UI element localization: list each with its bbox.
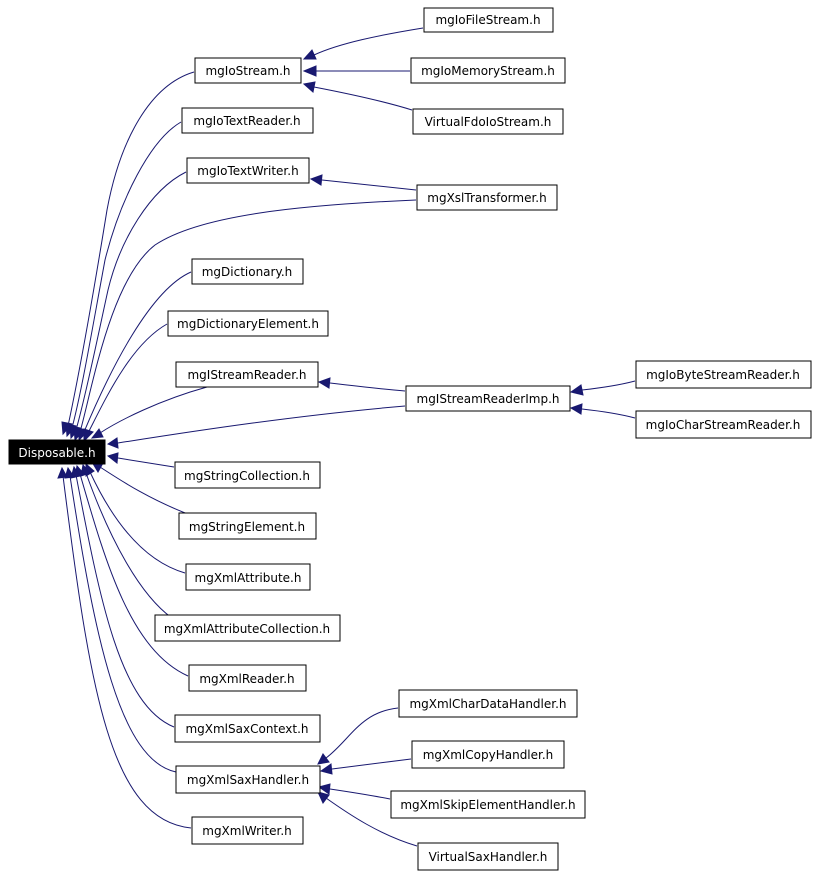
node-xml-sax-context[interactable]: mgXmlSaxContext.h <box>174 714 321 743</box>
node-xml-skip-element-handler[interactable]: mgXmlSkipElementHandler.h <box>390 790 586 819</box>
node-xml-writer[interactable]: mgXmlWriter.h <box>191 816 304 845</box>
node-label: mgIoByteStreamReader.h <box>646 368 800 382</box>
edge-stream-reader-to-disposable <box>90 386 208 439</box>
node-label: mgIoTextReader.h <box>193 114 300 128</box>
edge-virtual-fdo-io-stream-to-io-stream <box>302 81 413 111</box>
node-io-char-stream-reader[interactable]: mgIoCharStreamReader.h <box>635 410 812 439</box>
node-io-file-stream[interactable]: mgIoFileStream.h <box>423 7 554 33</box>
node-label: mgXmlSkipElementHandler.h <box>400 798 575 812</box>
node-xml-sax-handler[interactable]: mgXmlSaxHandler.h <box>175 765 321 794</box>
node-string-element[interactable]: mgStringElement.h <box>178 512 317 540</box>
edge-stream-reader-imp-to-stream-reader <box>317 377 406 392</box>
node-label: mgXmlWriter.h <box>202 824 291 838</box>
node-io-text-reader[interactable]: mgIoTextReader.h <box>181 107 314 134</box>
edge-io-file-stream-to-io-stream <box>302 27 424 60</box>
node-label: mgXmlReader.h <box>199 672 294 686</box>
node-io-text-writer[interactable]: mgIoTextWriter.h <box>186 157 310 184</box>
node-label: mgIStreamReaderImp.h <box>417 392 560 406</box>
edge-io-byte-stream-reader-to-stream-reader-imp <box>569 380 636 396</box>
edge-io-text-writer-to-disposable <box>69 171 187 440</box>
node-disposable[interactable]: Disposable.h <box>8 439 106 465</box>
edge-xml-sax-handler-to-disposable <box>64 466 177 773</box>
edge-string-collection-to-disposable <box>106 452 175 468</box>
node-label: mgXmlAttributeCollection.h <box>164 622 330 636</box>
node-label: VirtualFdoIoStream.h <box>425 115 552 129</box>
node-label: mgDictionaryElement.h <box>177 317 319 331</box>
edge-xml-attribute-collection-to-disposable <box>80 463 173 619</box>
edge-virtual-sax-handler-to-xml-sax-handler <box>317 791 418 847</box>
node-string-collection[interactable]: mgStringCollection.h <box>174 461 321 489</box>
edge-stream-reader-imp-to-disposable <box>106 405 406 449</box>
edge-xml-skip-element-handler-to-xml-sax-handler <box>317 783 391 800</box>
node-xml-copy-handler[interactable]: mgXmlCopyHandler.h <box>411 740 565 769</box>
edge-io-text-reader-to-disposable <box>65 121 182 438</box>
node-stream-reader-imp[interactable]: mgIStreamReaderImp.h <box>405 385 571 412</box>
node-xml-attribute[interactable]: mgXmlAttribute.h <box>185 563 311 591</box>
node-label: mgXmlAttribute.h <box>195 571 302 585</box>
node-io-byte-stream-reader[interactable]: mgIoByteStreamReader.h <box>635 360 812 389</box>
edge-dictionary-element-to-disposable <box>83 323 168 443</box>
node-xml-char-data-handler[interactable]: mgXmlCharDataHandler.h <box>398 689 578 718</box>
node-label: mgIoCharStreamReader.h <box>646 418 801 432</box>
edge-io-memory-stream-to-io-stream <box>302 65 410 77</box>
node-label: mgXmlCopyHandler.h <box>423 748 554 762</box>
node-label: mgXslTransformer.h <box>427 191 546 205</box>
node-io-stream[interactable]: mgIoStream.h <box>194 57 302 84</box>
node-dictionary[interactable]: mgDictionary.h <box>191 258 304 285</box>
edge-xml-attribute-to-disposable <box>85 462 186 574</box>
node-stream-reader[interactable]: mgIStreamReader.h <box>175 361 319 388</box>
node-label: mgIStreamReader.h <box>187 368 306 382</box>
node-dictionary-element[interactable]: mgDictionaryElement.h <box>167 310 329 337</box>
node-label: mgStringElement.h <box>189 520 305 534</box>
edge-dictionary-to-disposable <box>78 271 192 442</box>
node-label: mgIoStream.h <box>205 64 290 78</box>
node-virtual-fdo-io-stream[interactable]: VirtualFdoIoStream.h <box>412 108 564 135</box>
node-label: mgXmlSaxHandler.h <box>187 773 309 787</box>
node-label: mgXmlSaxContext.h <box>185 722 308 736</box>
node-label: Disposable.h <box>18 446 95 460</box>
node-xsl-transformer[interactable]: mgXslTransformer.h <box>416 184 558 211</box>
node-io-memory-stream[interactable]: mgIoMemoryStream.h <box>410 57 566 84</box>
edge-xml-writer-to-disposable <box>57 466 192 829</box>
node-label: VirtualSaxHandler.h <box>429 850 548 864</box>
node-label: mgIoTextWriter.h <box>197 164 298 178</box>
edge-xsl-transformer-to-io-text-writer <box>309 174 417 191</box>
edge-xml-copy-handler-to-xml-sax-handler <box>319 758 412 775</box>
node-label: mgIoMemoryStream.h <box>421 64 555 78</box>
node-xml-attribute-collection[interactable]: mgXmlAttributeCollection.h <box>154 614 341 642</box>
node-label: mgXmlCharDataHandler.h <box>409 697 566 711</box>
edge-xml-char-data-handler-to-xml-sax-handler <box>317 707 399 765</box>
edge-xml-sax-context-to-disposable <box>70 465 175 728</box>
node-label: mgIoFileStream.h <box>435 13 540 27</box>
node-xml-reader[interactable]: mgXmlReader.h <box>188 664 307 692</box>
node-label: mgStringCollection.h <box>184 469 310 483</box>
edge-io-char-stream-reader-to-stream-reader-imp <box>569 403 636 419</box>
node-virtual-sax-handler[interactable]: VirtualSaxHandler.h <box>417 842 559 871</box>
node-label: mgDictionary.h <box>202 265 293 279</box>
